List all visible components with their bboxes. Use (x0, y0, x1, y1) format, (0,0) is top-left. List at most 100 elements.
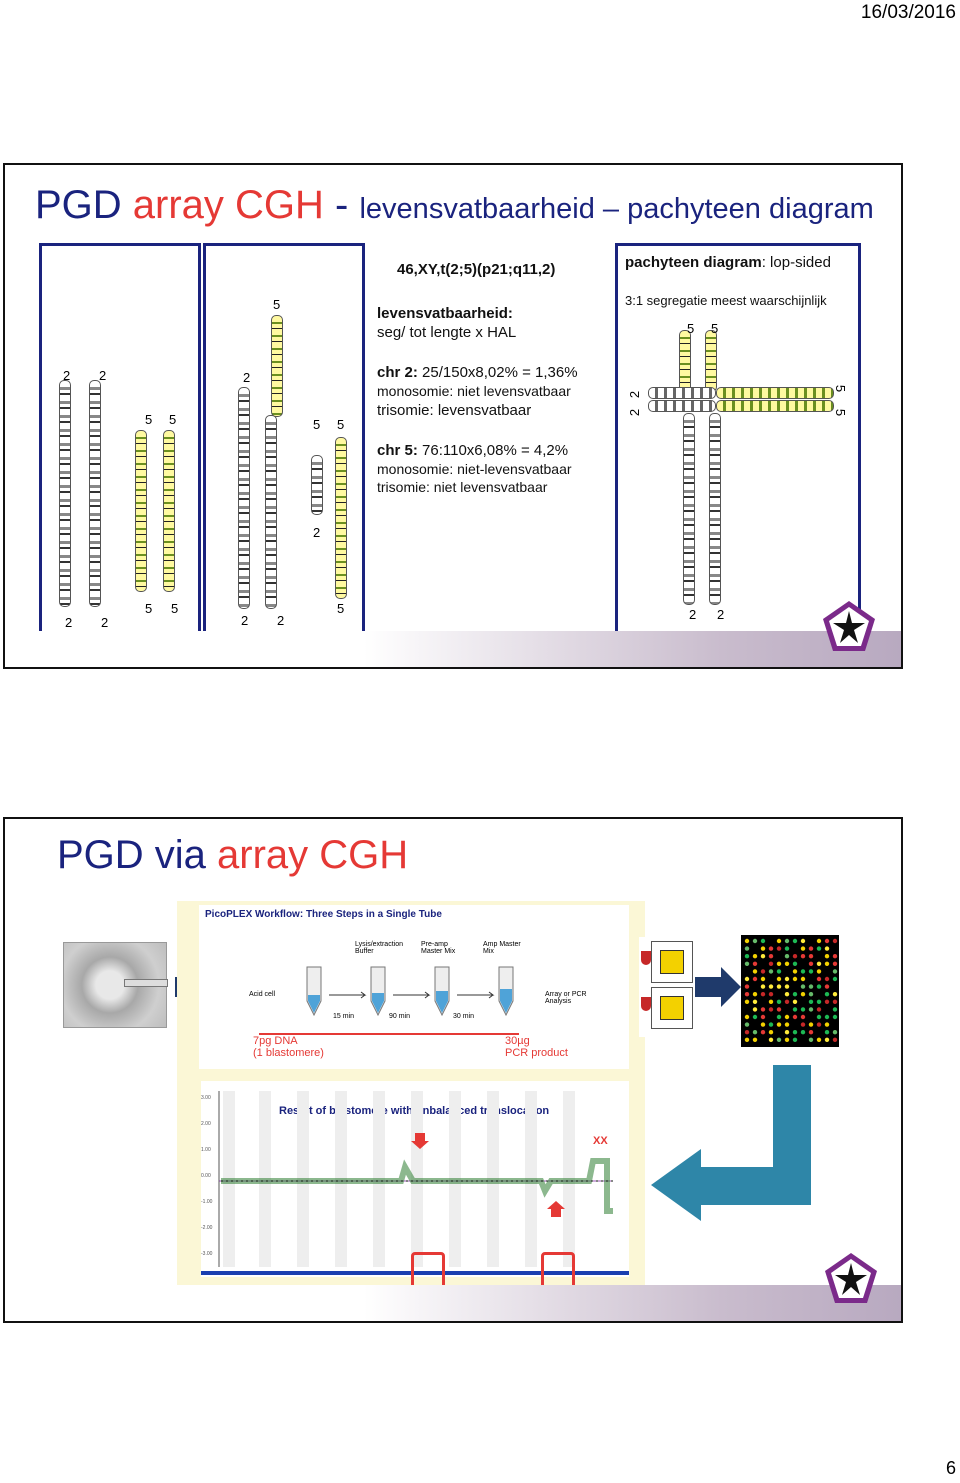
array-spot (800, 1014, 806, 1020)
array-spot (776, 1014, 782, 1020)
array-spot (760, 976, 766, 982)
array-spot (776, 999, 782, 1004)
acid-cell-label: Acid cell (249, 991, 276, 998)
array-spot (768, 1022, 774, 1027)
slide1-title: PGD array CGH - levensvatbaarheid – pach… (35, 183, 874, 228)
chromosome-der5-upper (311, 455, 323, 515)
array-spot (784, 1014, 790, 1020)
array-spot (744, 946, 750, 951)
array-spot (752, 954, 758, 959)
array-spot (832, 969, 838, 974)
workflow-title: PicoPLEX Workflow: Three Steps in a Sing… (205, 909, 442, 920)
array-spot (768, 961, 774, 966)
array-spot (752, 992, 758, 997)
array-spot (752, 999, 758, 1004)
array-spot (760, 1014, 766, 1020)
title-dash: - (323, 183, 360, 227)
slide-pachyteen: PGD array CGH - levensvatbaarheid – pach… (3, 163, 903, 669)
slide2-title: PGD via array CGH (57, 833, 408, 878)
time-15: 15 min (333, 1013, 355, 1020)
array-spot (784, 992, 790, 997)
pachy-arm-5-top-b (705, 330, 717, 392)
step-lysis: Lysis/extraction Buffer (355, 941, 403, 955)
array-spot (760, 969, 766, 974)
chromosome-2a (59, 380, 71, 607)
pachy-arm-5-top-a (679, 330, 691, 392)
viability-label: levensvatbaarheid: (377, 305, 513, 322)
footer-band (5, 1285, 901, 1321)
label-5: 5 (313, 417, 321, 432)
array-spot (792, 976, 798, 982)
chr2-calc: chr 2: 25/150x8,02% = 1,36% (377, 363, 578, 382)
array-spot (752, 1030, 758, 1035)
chromosome-der2-lower (265, 415, 277, 609)
microarray-image (741, 935, 839, 1047)
chr5-label: chr 5: (377, 442, 418, 459)
array-spot (776, 1022, 782, 1027)
array-spot (808, 992, 814, 997)
chromosome-2-normal (238, 387, 250, 609)
array-spot (808, 969, 814, 974)
array-spot (824, 1014, 830, 1020)
label-5: 5 (833, 384, 849, 393)
array-spot (816, 938, 822, 944)
array-spot (832, 961, 838, 966)
array-spot (792, 938, 798, 944)
array-spot (752, 1007, 758, 1012)
array-spot (784, 1030, 790, 1035)
step-preamp: Pre-amp Master Mix (421, 941, 456, 955)
return-arrow-icon (651, 1065, 811, 1221)
array-spot (784, 984, 790, 989)
chromosome-5-normal (335, 437, 347, 599)
array-spot (824, 999, 830, 1004)
label-5: 5 (171, 601, 179, 616)
array-spot (744, 1022, 750, 1027)
array-spot (824, 961, 830, 966)
array-spot (800, 969, 806, 974)
segregation-text: 3:1 segregatie meest waarschijnlijk (625, 293, 827, 308)
dna-in-sub: (1 blastomere) (253, 1047, 324, 1059)
array-spot (792, 961, 798, 966)
chr2-value: 25/150x8,02% = 1,36% (422, 364, 578, 381)
y-tick-label: 3.00 (201, 1095, 211, 1101)
chr5-calc: chr 5: 76:110x6,08% = 4,2% (377, 441, 568, 460)
array-spot (808, 984, 814, 989)
dna-input: 7pg DNA(1 blastomere) (253, 1035, 324, 1059)
label-5: 5 (337, 601, 345, 616)
label-5: 5 (169, 412, 177, 427)
array-spot (792, 1014, 798, 1020)
label-2: 2 (99, 368, 107, 383)
array-spot (800, 1030, 806, 1035)
array-spot (768, 969, 774, 974)
array-spot (744, 999, 750, 1004)
label-2: 2 (277, 613, 285, 628)
array-spot (744, 961, 750, 966)
arrow-right-icon (695, 967, 741, 1007)
label-5: 5 (273, 297, 281, 312)
array-spot (824, 976, 830, 982)
array-spot (808, 954, 814, 959)
array-spot (816, 961, 822, 966)
array-spot (776, 961, 782, 966)
array-spot (808, 999, 814, 1004)
array-spot (760, 1007, 766, 1012)
y-tick-label: 1.00 (201, 1147, 211, 1153)
label-2: 2 (63, 368, 71, 383)
title-red: array CGH (217, 833, 409, 877)
array-spot (824, 946, 830, 951)
array-spot (760, 954, 766, 959)
pachyteen-value: : lop-sided (761, 254, 831, 271)
array-spot (792, 999, 798, 1004)
time-90: 90 min (389, 1013, 411, 1020)
viability-formula: seg/ tot lengte x HAL (377, 324, 517, 341)
label-2: 2 (243, 370, 251, 385)
array-spot (800, 1022, 806, 1027)
array-spot (816, 1022, 822, 1027)
array-spot (832, 992, 838, 997)
time-30: 30 min (453, 1013, 475, 1020)
tubes-icon (306, 966, 514, 1017)
array-spot (792, 1037, 798, 1042)
chr2-label: chr 2: (377, 364, 418, 381)
footer-band (5, 631, 901, 667)
